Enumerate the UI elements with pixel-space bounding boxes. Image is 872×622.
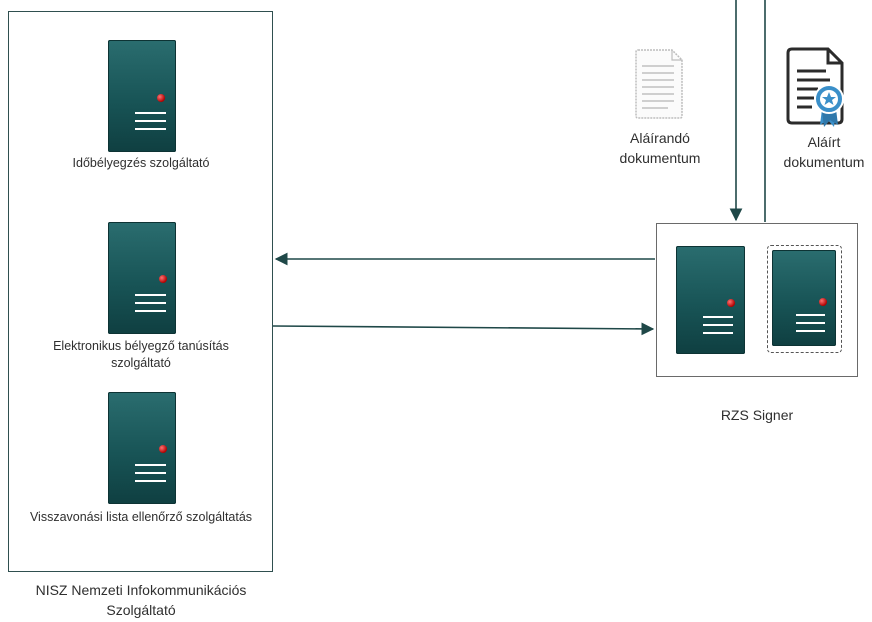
status-led	[159, 445, 167, 453]
timestamp-service-label: Időbélyegzés szolgáltató	[72, 156, 210, 170]
signed-certificate-icon	[786, 47, 844, 127]
timestamp-server	[108, 40, 176, 152]
drive-slot	[135, 294, 166, 296]
crl-check-server	[108, 392, 176, 504]
rzs-signer-label: RZS Signer	[720, 407, 794, 423]
drive-slot	[135, 128, 166, 130]
hsm-frame	[767, 245, 842, 353]
nisz-label: NISZ Nemzeti Infokommunikációs Szolgálta…	[35, 582, 247, 618]
status-led	[159, 275, 167, 283]
crl-service-label: Visszavonási lista ellenőrző szolgáltatá…	[29, 510, 253, 524]
drive-slot	[135, 472, 166, 474]
drive-slot	[703, 316, 733, 318]
drive-slot	[703, 332, 733, 334]
e-seal-service-label: Elektronikus bélyegző tanúsítás szolgált…	[53, 339, 229, 370]
drive-slot	[796, 322, 825, 324]
hsm-server	[772, 250, 836, 346]
signed-document-label: Aláírt dokumentum	[783, 134, 865, 170]
status-led	[157, 94, 165, 102]
drive-slot	[796, 330, 825, 332]
unsigned-document-label: Aláírandó dokumentum	[619, 130, 701, 166]
status-led	[727, 299, 735, 307]
drive-slot	[135, 480, 166, 482]
status-led	[819, 298, 827, 306]
drive-slot	[703, 324, 733, 326]
unsigned-document-icon	[635, 49, 683, 119]
rzs-server	[676, 246, 745, 354]
e-seal-cert-server	[108, 222, 176, 334]
drive-slot	[135, 120, 166, 122]
drive-slot	[135, 464, 166, 466]
drive-slot	[135, 112, 166, 114]
drive-slot	[135, 310, 166, 312]
drive-slot	[796, 314, 825, 316]
arrow-nisz-to-rzs	[272, 322, 655, 336]
drive-slot	[135, 302, 166, 304]
